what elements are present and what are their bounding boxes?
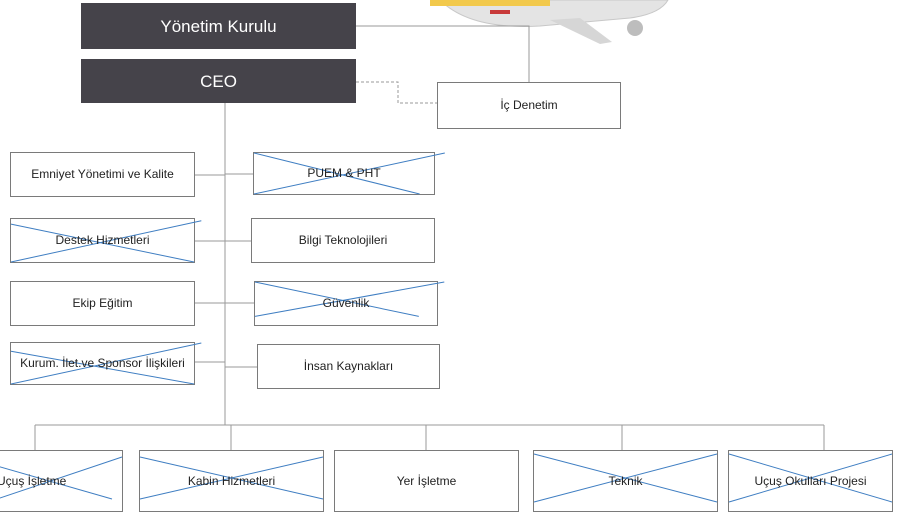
unit-box-information-technology: Bilgi Teknolojileri xyxy=(251,218,435,263)
unit-box-corporate-communications: Kurum. İlet.ve Sponsor İlişkileri xyxy=(10,342,195,385)
unit-box-security: Güvenlik xyxy=(254,281,438,326)
unit-box-flight-operations: Uçuş İşletme xyxy=(0,450,123,512)
cross-out-mark xyxy=(534,451,717,511)
unit-box-safety-quality: Emniyet Yönetimi ve Kalite xyxy=(10,152,195,197)
unit-box-human-resources: İnsan Kaynakları xyxy=(257,344,440,389)
cross-out-mark xyxy=(729,451,892,511)
ceo-box: CEO xyxy=(81,59,356,103)
unit-box-ground-operations: Yer İşletme xyxy=(334,450,519,512)
cross-out-mark xyxy=(11,219,194,262)
board-label: Yönetim Kurulu xyxy=(160,16,277,36)
airplane-image xyxy=(430,0,669,44)
board-box: Yönetim Kurulu xyxy=(81,3,356,49)
unit-box-puem-pht: PUEM & PHT xyxy=(253,152,435,195)
unit-box-technical: Teknik xyxy=(533,450,718,512)
unit-label: Bilgi Teknolojileri xyxy=(298,233,388,247)
unit-box-flight-schools-project: Uçuş Okulları Projesi xyxy=(728,450,893,512)
unit-label: Kurum. İlet.ve Sponsor İlişkileri xyxy=(20,356,185,370)
cross-out-mark xyxy=(0,451,122,511)
unit-label: Yer İşletme xyxy=(396,473,457,488)
unit-label: Güvenlik xyxy=(322,296,370,310)
unit-label: Uçuş İşletme xyxy=(0,473,67,488)
unit-label: Teknik xyxy=(608,473,643,488)
internal-audit-label: İç Denetim xyxy=(500,98,558,112)
unit-label: Destek Hizmetleri xyxy=(55,233,150,247)
unit-label: Uçuş Okulları Projesi xyxy=(754,473,867,488)
cross-out-mark xyxy=(11,343,194,384)
internal-audit-box: İç Denetim xyxy=(437,82,621,129)
unit-label: İnsan Kaynakları xyxy=(303,359,394,373)
unit-label: Ekip Eğitim xyxy=(72,296,133,310)
cross-out-mark xyxy=(140,451,323,511)
unit-box-cabin-services: Kabin Hizmetleri xyxy=(139,450,324,512)
unit-label: Kabin Hizmetleri xyxy=(187,473,276,488)
cross-out-mark xyxy=(255,282,437,325)
unit-label: PUEM & PHT xyxy=(307,166,381,180)
unit-box-crew-training: Ekip Eğitim xyxy=(10,281,195,326)
ceo-label: CEO xyxy=(200,71,237,91)
unit-box-support-services: Destek Hizmetleri xyxy=(10,218,195,263)
unit-label: Emniyet Yönetimi ve Kalite xyxy=(31,167,174,181)
cross-out-mark xyxy=(254,153,434,194)
